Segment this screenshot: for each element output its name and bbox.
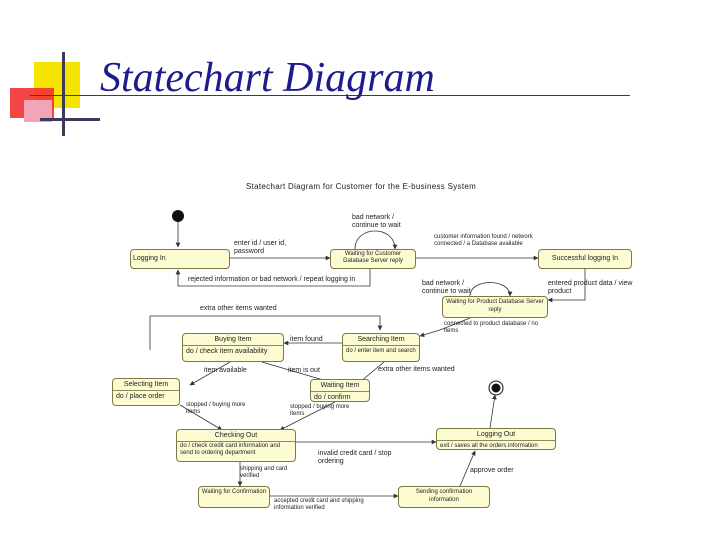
label-customer-info: customer information found / network con…: [434, 234, 533, 247]
state-sending-confirmation: Sending confirmation information: [398, 486, 490, 508]
label-extra-items-2: extra other items wanted: [378, 366, 455, 373]
arrow-product-search: [419, 317, 471, 338]
arrow-wait-check: [279, 401, 336, 431]
initial-state: [172, 210, 184, 222]
label-item-available: item available: [204, 367, 247, 374]
diagram-title: Statechart Diagram for Customer for the …: [246, 182, 477, 191]
arrow-send-logout: [459, 450, 476, 487]
label-item-found: item found: [290, 336, 323, 343]
state-waiting-item: Waiting Item do / confirm: [310, 379, 370, 402]
state-logging-out: Logging Out exit / saves all the orders …: [436, 428, 556, 450]
arrow-self-loop-2: [469, 282, 513, 297]
decor-vertical-line: [62, 52, 65, 136]
decor-short-line: [40, 118, 100, 121]
label-connected-product: connected to product database / no items: [444, 321, 539, 334]
decor-pink-square: [24, 100, 52, 122]
state-waiting-confirmation-name: Waiting for Confirmation: [201, 489, 267, 495]
label-bad-network-2: bad network / continue to wait: [422, 280, 471, 295]
state-waiting-product-name: Waiting for Product Database Server repl…: [446, 299, 544, 313]
state-checking-out-name: Checking Out: [214, 432, 258, 439]
state-successful-logging-name: Successful logging In: [551, 255, 619, 262]
state-waiting-confirmation: Waiting for Confirmation: [198, 486, 270, 508]
state-buying-item: Buying Item do / check item availability: [182, 333, 284, 362]
state-logging-out-action: exit / saves all the orders information: [440, 443, 538, 449]
arrow-self-loop-1: [354, 230, 398, 250]
state-buying-item-name: Buying Item: [214, 336, 252, 343]
arrow-logout-final: [489, 394, 497, 429]
label-invalid-credit: invalid credit card / stop ordering: [318, 450, 392, 465]
state-waiting-item-name: Waiting Item: [320, 382, 360, 389]
label-approve-order: approve order: [470, 467, 514, 474]
decor-horizontal-line: [30, 95, 630, 96]
label-rejected: rejected information or bad network / re…: [188, 276, 356, 283]
label-entered-product: entered product data / view product: [548, 280, 633, 295]
state-waiting-customer-name: Waiting for Customer Database Server rep…: [343, 251, 403, 264]
arrow-buy-wait: [261, 361, 331, 384]
state-searching-item-name: Searching Item: [357, 336, 405, 343]
label-bad-network-1: bad network / continue to wait: [352, 214, 401, 229]
state-waiting-item-action: do / confirm: [314, 394, 351, 401]
state-checking-out-action: do / check credit card information and s…: [180, 443, 281, 456]
state-searching-item: Searching Item do / enter item and searc…: [342, 333, 420, 362]
state-logging-out-name: Logging Out: [476, 431, 516, 438]
arrow-success-product: [547, 268, 586, 303]
state-logging-in: Logging In: [130, 249, 230, 269]
label-stopped-2: stopped / buying more items: [290, 404, 350, 417]
state-waiting-customer: Waiting for Customer Database Server rep…: [330, 249, 416, 269]
state-successful-logging: Successful logging In: [538, 249, 632, 269]
label-shipping: shipping and card verified: [240, 466, 288, 479]
label-accepted-credit: accepted credit card and shipping inform…: [274, 498, 364, 511]
slide-title: Statechart Diagram: [100, 55, 435, 101]
state-selecting-item: Selecting Item do / place order: [112, 378, 180, 406]
label-stopped-1: stopped / buying more items: [186, 402, 246, 415]
state-selecting-item-name: Selecting Item: [123, 381, 169, 388]
final-state-inner: [491, 383, 501, 393]
label-extra-items-1: extra other items wanted: [200, 305, 277, 312]
state-sending-confirmation-name: Sending confirmation information: [415, 489, 473, 503]
state-waiting-product: Waiting for Product Database Server repl…: [442, 296, 548, 318]
state-logging-in-name: Logging In: [133, 255, 166, 262]
arrow-buy-select: [189, 361, 231, 386]
arrow-select-check: [179, 404, 223, 431]
state-searching-item-action: do / enter item and search: [346, 348, 416, 354]
state-checking-out: Checking Out do / check credit card info…: [176, 429, 296, 462]
state-buying-item-action: do / check item availability: [186, 348, 268, 355]
label-item-is-out: item is out: [288, 367, 320, 374]
state-selecting-item-action: do / place order: [116, 393, 165, 400]
arrow-rejected: [175, 268, 371, 287]
label-enter-id: enter id / user id, password: [234, 240, 287, 255]
arrow-extra-1: [149, 315, 383, 350]
